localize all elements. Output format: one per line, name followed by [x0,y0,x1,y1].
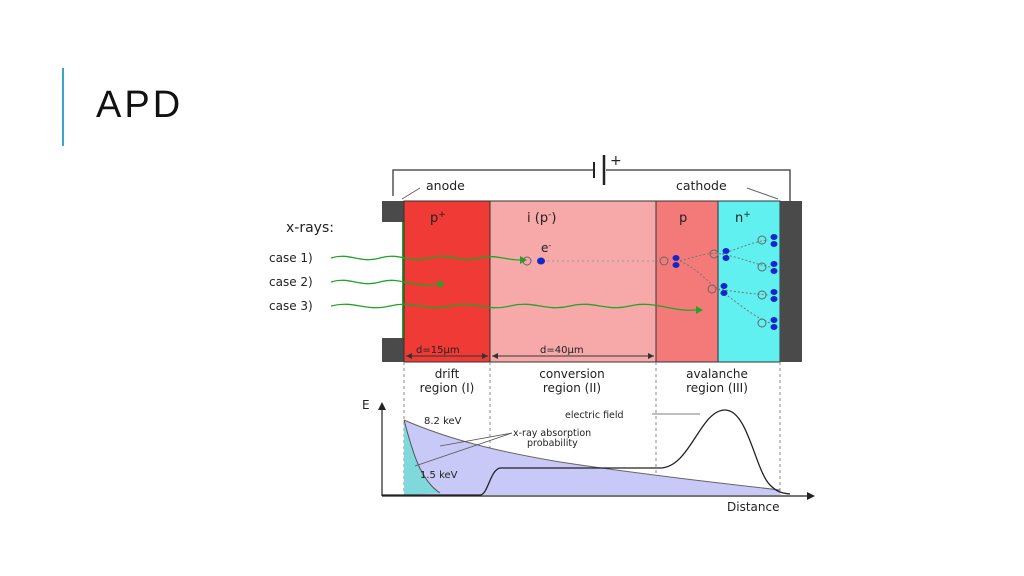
case-3-label: case 3) [269,299,313,313]
hole-markers [659,235,767,328]
conversion-region-line-2: region (II) [543,381,601,395]
dim-arrowhead-2 [482,353,488,359]
circuit-wire [392,169,791,203]
case-1-label: case 1) [269,251,313,265]
xray-path-case-1 [330,255,521,261]
hole-marker [522,256,532,266]
x-axis-label: Distance [727,500,779,514]
avalanche-region-line-1: avalanche [686,367,748,381]
x-axis-arrow [807,492,815,500]
anode-label: anode [426,178,465,193]
dim-arrowhead-4 [648,353,654,359]
absorption-label-line-2: probability [527,438,578,449]
p-plus-layer [403,200,491,363]
y-axis-arrow [378,402,386,410]
absorption-leader-1 [439,432,513,447]
dim-drift-label: d=15μm [416,345,460,356]
xrays-label: x-rays: [286,220,334,236]
cathode-leader [746,187,779,200]
dim-conversion-label: d=40μm [540,345,584,356]
absorption-8kev-curve [403,419,781,491]
label-15kev: 1.5 keV [420,470,458,481]
i-layer-label: i (p-) [527,210,556,226]
i-layer [489,200,657,363]
xray-path-case-2 [330,279,439,286]
electron-label: e- [541,241,551,255]
drift-region-line-2: region (I) [420,381,475,395]
p-plus-label: p+ [430,210,446,226]
electron-dot [537,257,545,265]
p-layer [655,200,719,363]
absorption-leader-2 [414,432,513,467]
absorption-label-line-1: x-ray absorption [513,428,591,439]
electron-clusters [672,234,778,330]
anode-leader [401,187,421,200]
y-axis-label: E [362,398,370,412]
electric-field-curve [382,409,791,496]
dim-arrowhead-3 [492,353,498,359]
dim-arrowhead-1 [406,353,412,359]
cathode-electrode [780,201,802,362]
avalanche-region-line-2: region (III) [686,381,748,395]
xray-arrow-case-3 [696,306,703,314]
drift-region-line-1: drift [435,367,460,381]
case-2-label: case 2) [269,275,313,289]
xray-arrow-case-2 [438,280,445,288]
cathode-label: cathode [676,178,727,193]
label-8kev: 8.2 keV [424,416,462,427]
battery-sign: + [610,153,622,169]
slide-title: APD [96,84,184,126]
absorption-15kev-curve [403,419,441,494]
n-plus-label: n+ [735,210,751,226]
accent-bar [62,68,64,146]
n-plus-layer [717,200,781,363]
absorption-8kev-area [404,420,780,495]
xray-path-case-3 [330,303,697,311]
electric-field-label: electric field [565,410,624,421]
p-layer-label: p [679,211,687,226]
conversion-region-line-1: conversion [539,367,605,381]
absorption-15kev-area [404,420,440,495]
